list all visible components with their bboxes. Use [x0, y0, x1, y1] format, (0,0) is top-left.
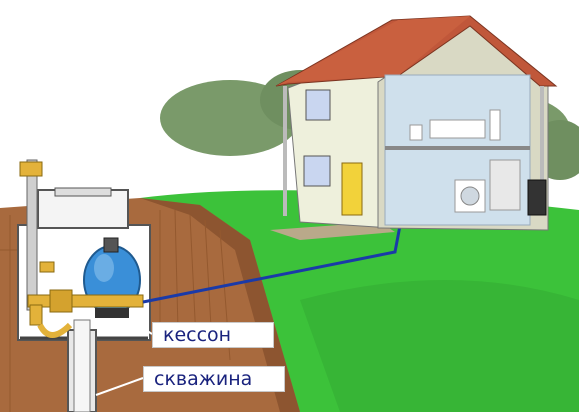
caisson-label: кессон: [152, 322, 274, 348]
riser-pipe: [19, 159, 55, 311]
house: [275, 15, 558, 231]
brass-fittings: [27, 289, 144, 338]
borehole-casing: [67, 319, 97, 412]
borehole-leader-line: [95, 377, 144, 396]
house-door: [341, 162, 363, 216]
caisson-leader-line: [129, 319, 153, 335]
borehole-label: скважина: [143, 366, 285, 392]
lawn-shade: [300, 280, 579, 412]
